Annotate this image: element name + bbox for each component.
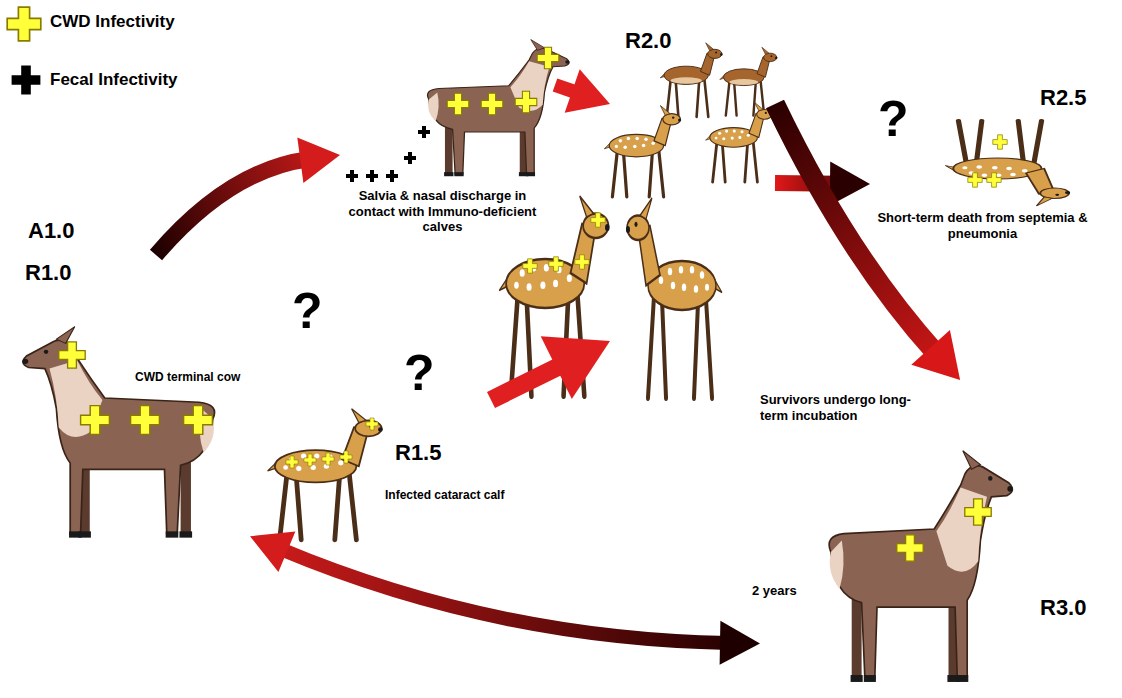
cwd-cross	[993, 135, 1007, 149]
flow-arrow	[491, 336, 610, 400]
fecal-cross	[386, 170, 398, 182]
stage-caption: Infected cataract calf	[385, 488, 504, 502]
fecal-cross	[418, 126, 430, 138]
cwd-cross	[515, 91, 537, 113]
arrow-head	[720, 621, 760, 665]
arrow-head	[250, 531, 295, 572]
arrow-head	[565, 69, 610, 112]
question-mark: ?	[878, 94, 909, 144]
fawn	[604, 106, 681, 197]
cwd-cross	[897, 535, 923, 561]
legend-text: Fecal Infectivity	[50, 70, 178, 90]
cwd-cross	[987, 173, 1001, 187]
elk-cow	[22, 327, 214, 538]
cwd-cross	[447, 93, 469, 115]
stage-code: R2.5	[1040, 85, 1086, 111]
cwd-cross	[968, 173, 982, 187]
cwd-cross	[131, 406, 160, 435]
doe	[720, 47, 778, 115]
question-mark: ?	[292, 286, 323, 336]
cwd-cross	[537, 47, 559, 69]
flow-arrow	[775, 104, 960, 380]
stage-caption: Short-term death from septemia & pneumon…	[875, 210, 1090, 241]
cwd-cross	[523, 259, 537, 273]
fecal-cross	[346, 170, 358, 182]
cwd-cross	[340, 451, 352, 463]
cwd-cross	[965, 499, 991, 525]
fawn	[626, 198, 722, 398]
cwd-cross	[575, 255, 589, 269]
arrow-shaft	[775, 104, 937, 354]
legend-text: CWD Infectivity	[50, 12, 175, 32]
fawn-calf	[268, 409, 383, 540]
stage-group: Salvia & nasal discharge in contact with…	[340, 45, 555, 245]
stage-code: R1.5	[395, 440, 441, 466]
fecal-cross	[404, 152, 416, 164]
stage-group: R2.0	[610, 25, 775, 420]
question-mark: ?	[404, 348, 435, 398]
stage-group: Survivors undergo long-term incubationR3…	[760, 380, 1105, 690]
cwd-cross	[322, 453, 334, 465]
cwd-cross	[59, 342, 85, 368]
arrow-shaft	[491, 362, 567, 400]
elk-shedding	[428, 40, 570, 177]
stage-caption: Survivors undergo long-term incubation	[760, 392, 935, 423]
arrow-shaft	[280, 549, 728, 643]
cwd-cross-sample	[7, 7, 41, 41]
cwd-cross	[286, 456, 298, 468]
stage-code: R1.0	[25, 260, 71, 286]
cwd-cross	[481, 93, 503, 115]
fecal-cross	[366, 170, 378, 182]
cwd-cross	[304, 454, 316, 466]
arrow-head	[541, 336, 610, 399]
cwd-cross	[549, 257, 563, 271]
cwd-cross	[366, 418, 378, 430]
stage-code: A1.0	[28, 218, 74, 244]
fecal-cross-sample	[12, 66, 41, 95]
arrow-head	[297, 138, 340, 184]
arrow-head	[911, 330, 960, 380]
cwd-cross	[184, 406, 213, 435]
arrow-shaft	[156, 159, 308, 255]
flow-arrow	[555, 69, 610, 112]
stage-caption: Salvia & nasal discharge in contact with…	[340, 188, 545, 235]
stage-group: R1.5Infected cataract calf	[255, 400, 550, 548]
cwd-cross	[81, 406, 110, 435]
flow-arrow	[250, 531, 760, 664]
elk-survivor	[829, 451, 1013, 682]
dead-fawn	[945, 121, 1070, 207]
stage-code: R3.0	[1040, 595, 1086, 621]
flow-arrow	[156, 138, 340, 255]
cwd-cross	[591, 213, 605, 227]
stage-caption: CWD terminal cow	[135, 370, 240, 384]
duration-label: 2 years	[752, 583, 797, 599]
fawn	[706, 102, 773, 182]
stage-group: R1.0CWD terminal cow	[15, 255, 250, 545]
doe	[660, 43, 722, 117]
stage-code: R2.0	[625, 28, 671, 54]
